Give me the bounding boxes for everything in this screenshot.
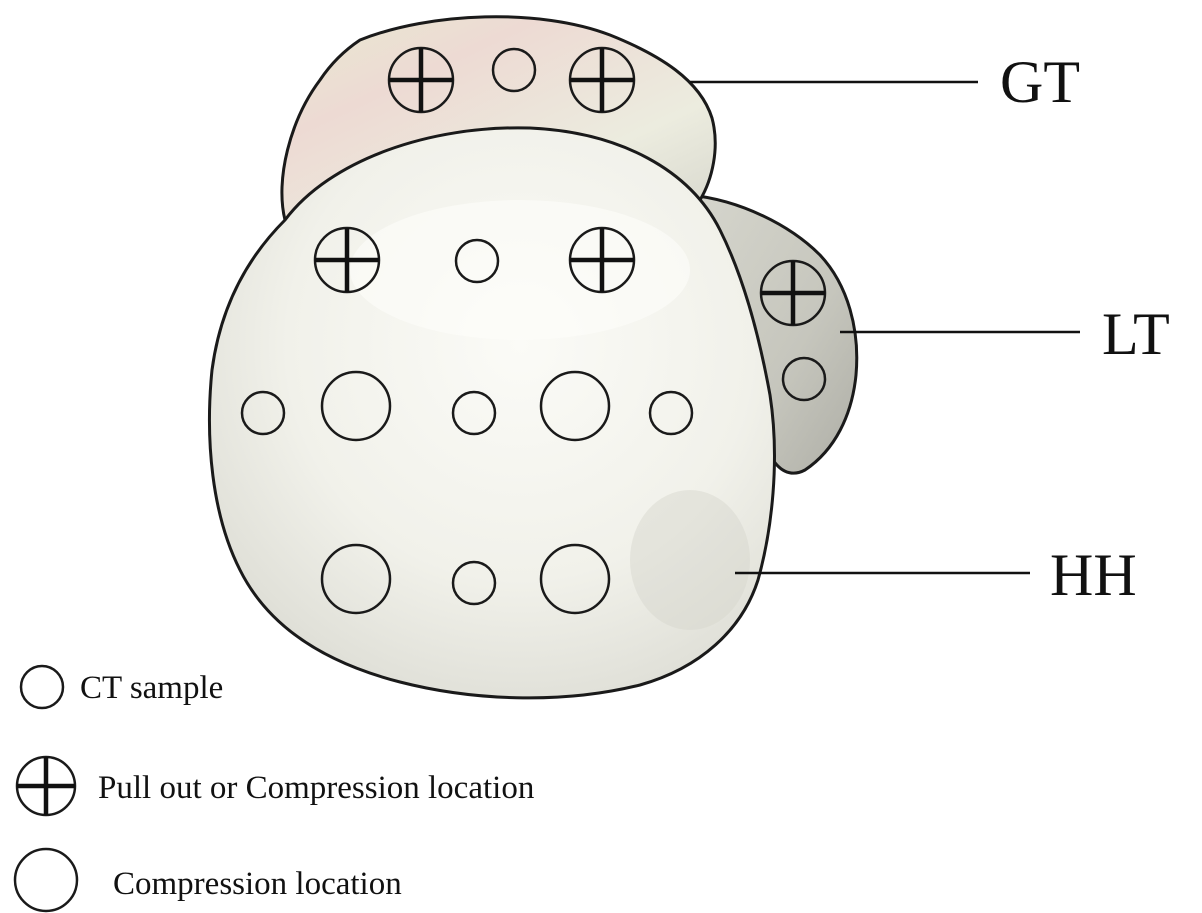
label-gt: GT bbox=[1000, 49, 1080, 115]
pull-out-compression-marker bbox=[761, 261, 825, 325]
legend-compression-label: Compression location bbox=[113, 866, 402, 902]
pull-out-compression-marker bbox=[570, 228, 634, 292]
pull-out-compression-marker bbox=[570, 48, 634, 112]
legend-pull-out-compression-icon bbox=[17, 757, 75, 815]
pull-out-compression-marker bbox=[315, 228, 379, 292]
head-highlight bbox=[350, 200, 690, 340]
legend-ct-sample-label: CT sample bbox=[80, 670, 223, 706]
label-hh: HH bbox=[1050, 542, 1137, 608]
legend-compression-icon bbox=[15, 849, 77, 911]
pull-out-compression-marker bbox=[389, 48, 453, 112]
label-lt: LT bbox=[1102, 301, 1170, 367]
head-shadow bbox=[630, 490, 750, 630]
legend-ct-sample-icon bbox=[21, 666, 63, 708]
legend-pull-out-compression-label: Pull out or Compression location bbox=[98, 770, 534, 806]
legend: CT sample Pull out or Compression locati… bbox=[15, 666, 534, 911]
